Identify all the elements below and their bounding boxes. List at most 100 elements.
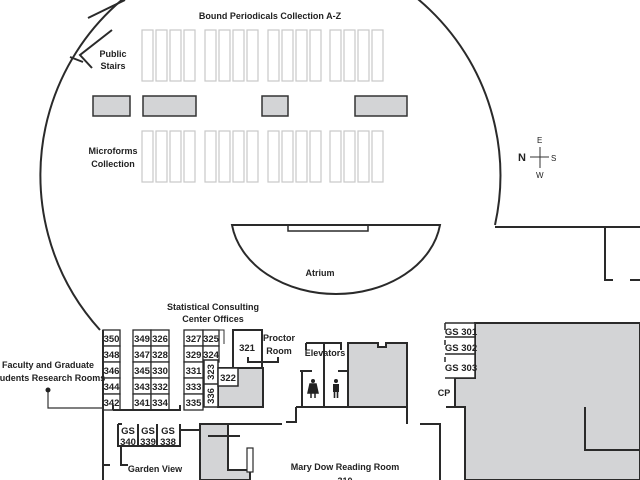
table [354, 95, 408, 117]
room-346[interactable]: 346 [104, 366, 120, 377]
shelf [267, 130, 280, 183]
room-341[interactable]: 341 [134, 398, 151, 409]
cp-label: CP [438, 388, 451, 398]
room-330[interactable]: 330 [152, 366, 168, 377]
east-wall [495, 226, 640, 281]
room-gs-338-prefix[interactable]: GS [161, 426, 175, 437]
room-336[interactable]: 336 [206, 388, 217, 404]
shelf [204, 130, 217, 183]
room-343[interactable]: 343 [134, 382, 150, 393]
shelf [329, 29, 342, 82]
rotunda-wall [39, 0, 502, 331]
shelf [204, 29, 217, 82]
statistical-consulting-label-2: Center Offices [182, 314, 244, 324]
shelf [371, 130, 384, 183]
room-322[interactable]: 322 [220, 373, 236, 384]
gray-area [199, 423, 251, 480]
room-331[interactable]: 331 [186, 366, 203, 377]
leader-dot [45, 387, 51, 393]
room-333[interactable]: 333 [186, 382, 202, 393]
compass-s: S [551, 154, 556, 163]
faculty-label: Faculty and Graduate [2, 360, 94, 370]
room-gs-301[interactable]: GS 301 [445, 327, 478, 338]
shelf [169, 130, 182, 183]
microforms-label: Microforms [88, 146, 137, 156]
room-350[interactable]: 350 [104, 334, 120, 345]
shelf [218, 29, 231, 82]
shelf [232, 130, 245, 183]
room-gs-340[interactable]: 340 [120, 437, 136, 448]
gray-area [454, 322, 640, 480]
shelf [371, 29, 384, 82]
room-335[interactable]: 335 [186, 398, 203, 409]
elevator-walls [286, 342, 408, 424]
shelf [155, 130, 168, 183]
shelf [309, 29, 322, 82]
room-344[interactable]: 344 [104, 382, 121, 393]
shelf [295, 29, 308, 82]
public-stairs-label: Public [99, 49, 126, 59]
research-rooms: 350 348 346 344 342 349 347 345 343 341 326 328 330 3… [102, 329, 220, 411]
compass-w: W [536, 171, 544, 180]
leader-line [47, 390, 103, 409]
room-332[interactable]: 332 [152, 382, 168, 393]
table [92, 95, 131, 117]
gs-right-rooms [444, 322, 476, 379]
shelf [141, 29, 154, 82]
womens-restroom-icon [307, 379, 319, 398]
bound-periodicals-label: Bound Periodicals Collection A-Z [199, 11, 342, 21]
proctor-room-label-2: Room [266, 346, 292, 356]
atrium-railing [287, 224, 369, 232]
room-334[interactable]: 334 [152, 398, 169, 409]
room-326[interactable]: 326 [152, 334, 168, 345]
compass-icon: N E S W [518, 136, 556, 180]
room-342[interactable]: 342 [104, 398, 120, 409]
atrium-label: Atrium [306, 268, 335, 278]
room-345[interactable]: 345 [134, 366, 151, 377]
statistical-consulting-label: Statistical Consulting [167, 302, 259, 312]
room-gs-339[interactable]: 339 [140, 437, 156, 448]
shelf [343, 130, 356, 183]
room-329[interactable]: 329 [186, 350, 202, 361]
room-323[interactable]: 323 [206, 364, 217, 380]
shelf [169, 29, 182, 82]
room-347[interactable]: 347 [134, 350, 150, 361]
shelf [155, 29, 168, 82]
room-348[interactable]: 348 [104, 350, 120, 361]
room-327[interactable]: 327 [186, 334, 202, 345]
microforms-label-2: Collection [91, 159, 135, 169]
room-325[interactable]: 325 [203, 334, 220, 345]
compass-n: N [518, 152, 526, 164]
room-gs-340-prefix[interactable]: GS [121, 426, 135, 437]
room-328[interactable]: 328 [152, 350, 168, 361]
proctor-room-label: Proctor [263, 333, 296, 343]
reading-room-number: 310 [337, 476, 352, 480]
mens-restroom-icon [333, 379, 339, 398]
wall [420, 406, 640, 480]
shelf [246, 29, 259, 82]
shelf [309, 130, 322, 183]
gray-area [347, 342, 408, 408]
room-324[interactable]: 324 [203, 350, 220, 361]
shelf [281, 130, 294, 183]
room-349[interactable]: 349 [134, 334, 150, 345]
faculty-label-2: Students Research Rooms [0, 373, 105, 383]
room-gs-302[interactable]: GS 302 [445, 343, 477, 354]
shelf [183, 130, 196, 183]
elevators-label: Elevators [305, 348, 346, 358]
public-stairs-label-2: Stairs [100, 61, 125, 71]
compass-e: E [537, 136, 542, 145]
shelf [357, 29, 370, 82]
room-gs-339-prefix[interactable]: GS [141, 426, 155, 437]
room-321[interactable]: 321 [239, 343, 256, 354]
room-gs-303[interactable]: GS 303 [445, 363, 477, 374]
wall [200, 423, 282, 437]
shelf [267, 29, 280, 82]
reading-room-label: Mary Dow Reading Room [291, 462, 400, 472]
shelf [357, 130, 370, 183]
room-gs-338[interactable]: 338 [160, 437, 176, 448]
room-box [183, 393, 204, 411]
garden-view-label: Garden View [128, 464, 183, 474]
public-stairs-wall [69, 0, 126, 69]
